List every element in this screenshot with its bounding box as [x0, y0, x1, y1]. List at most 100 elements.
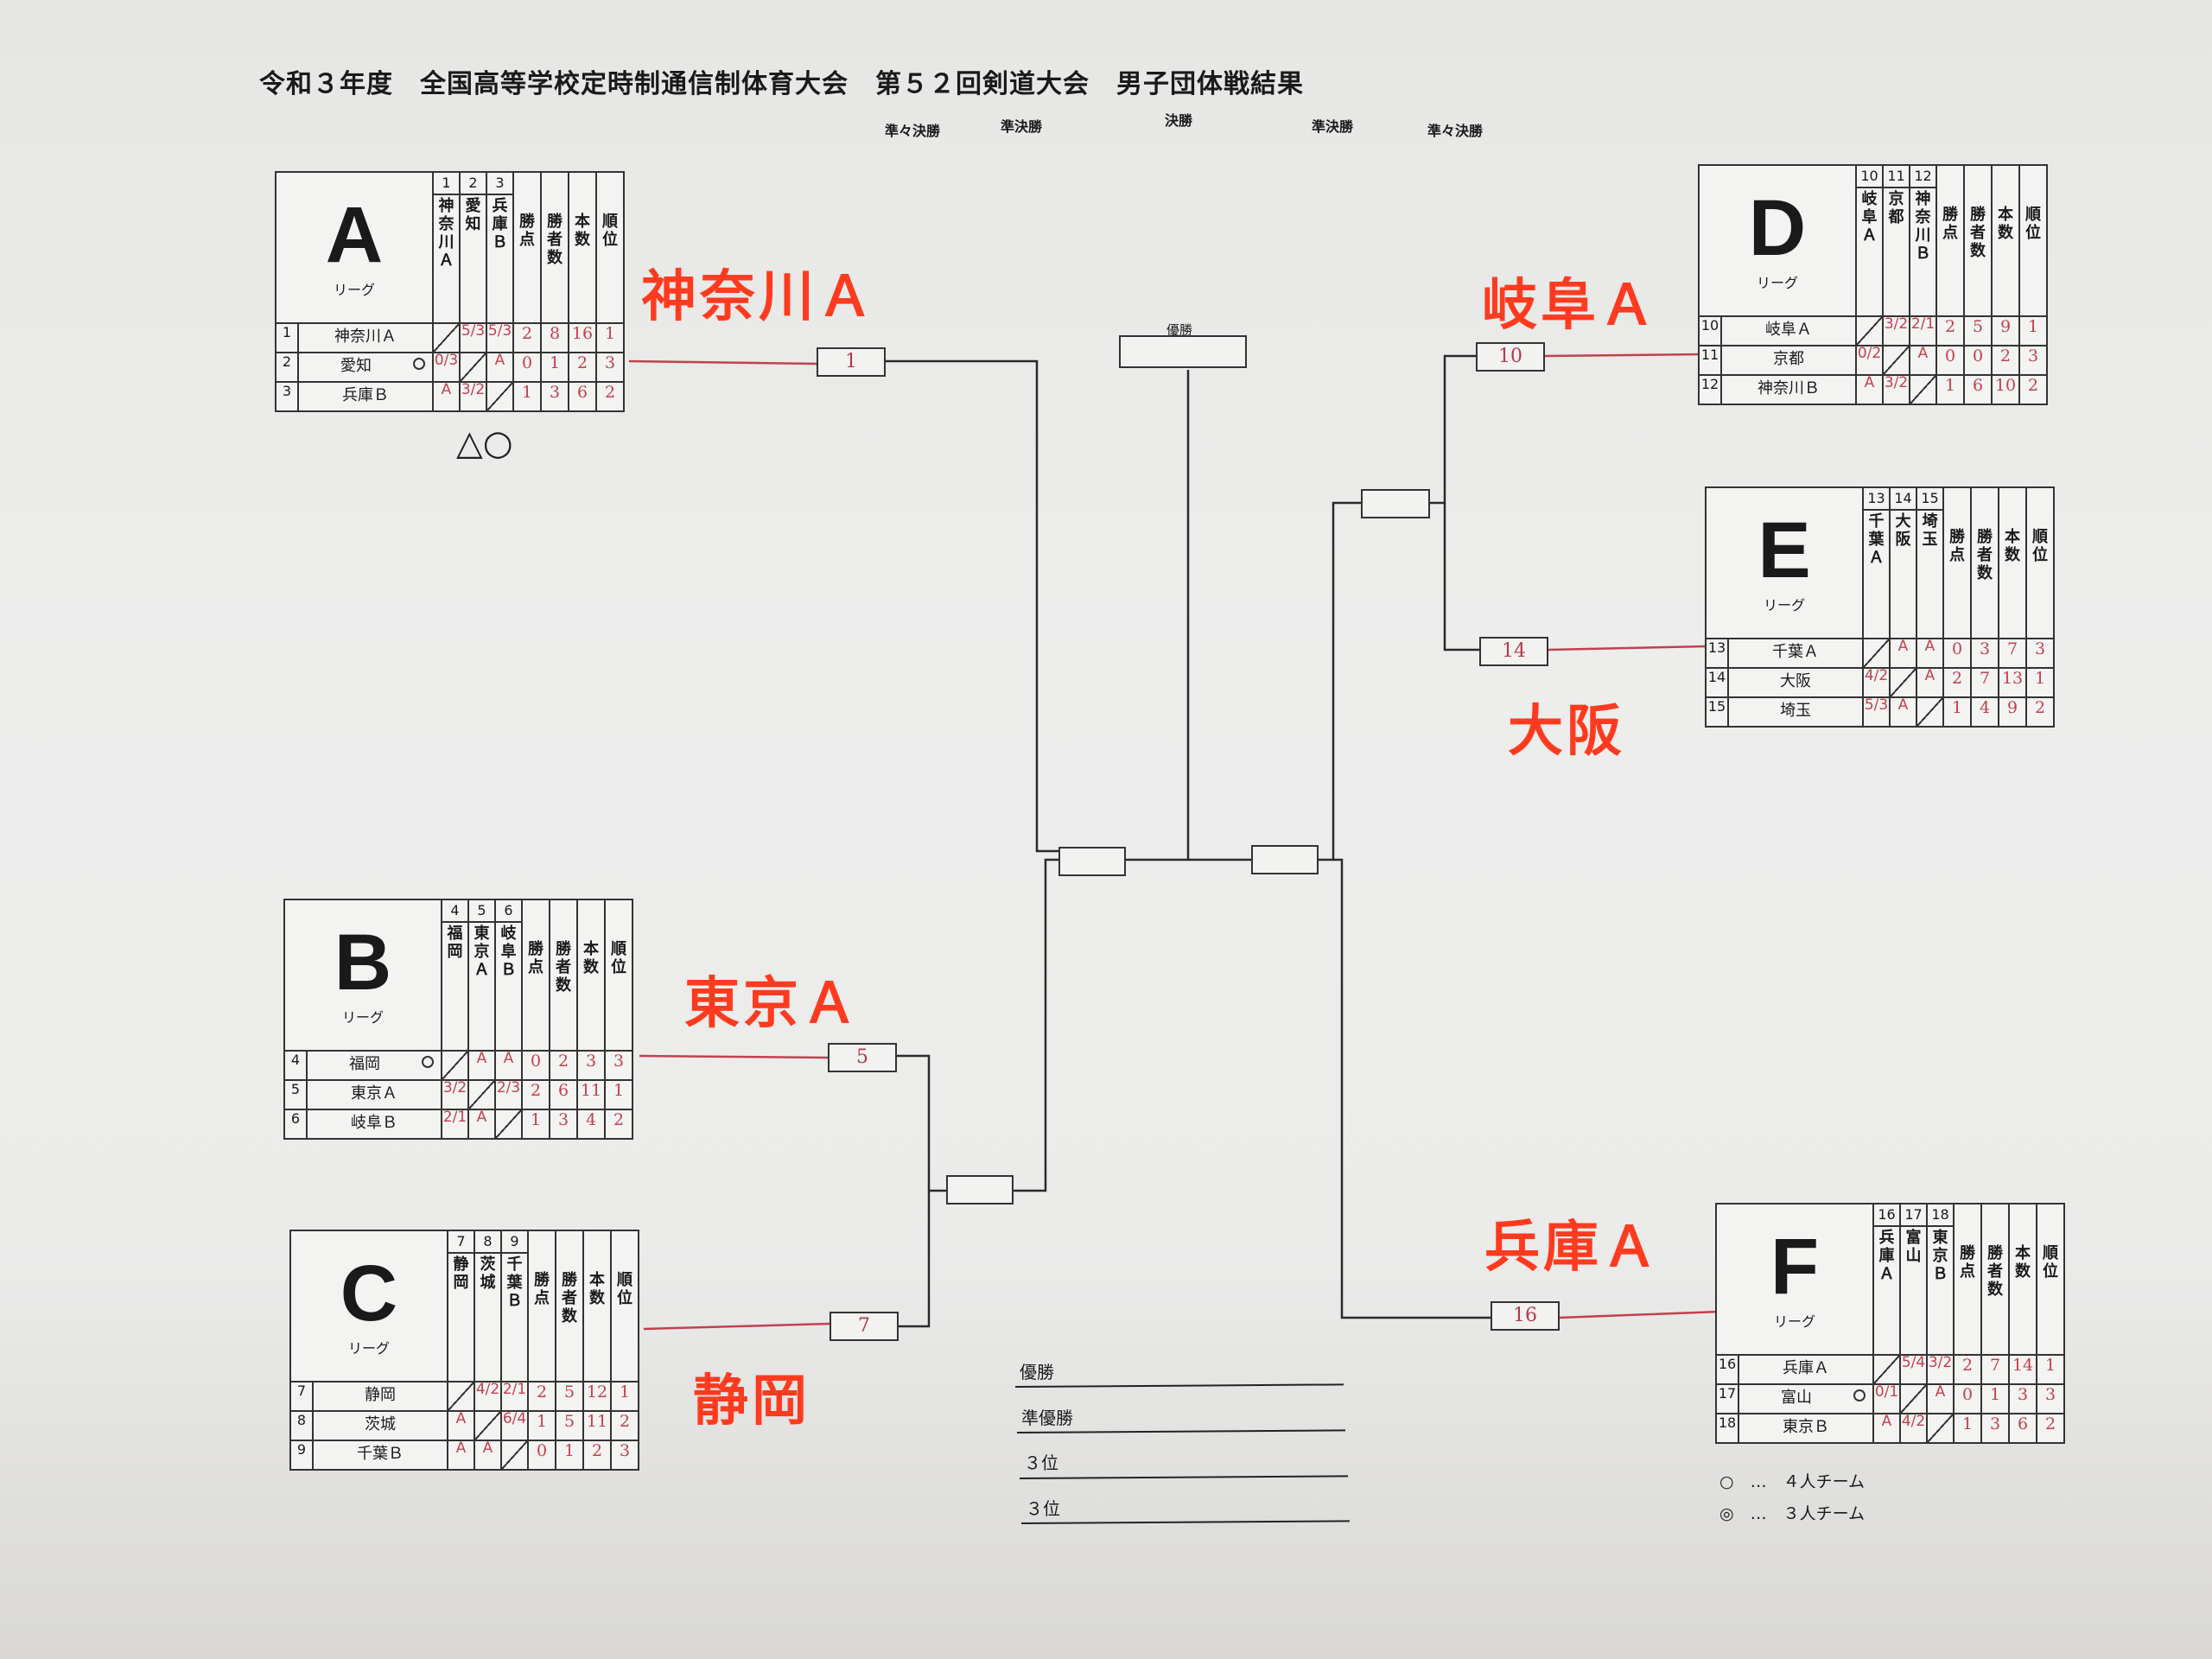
match-result-text: 4/2 — [1901, 1413, 1926, 1430]
match-result-text: A — [1935, 1383, 1946, 1401]
stat-header-rank: 順位 — [610, 1230, 639, 1382]
bracket-line-b — [896, 1054, 931, 1191]
match-result-cell: 2/3 — [494, 1079, 523, 1110]
stat-header-winners-text: 勝者数 — [556, 940, 571, 995]
match-result-text: 3/2 — [1884, 315, 1909, 333]
stat-header-points-text: 勝点 — [528, 940, 543, 976]
bracket-line-f — [1333, 858, 1491, 1319]
match-result-text: A — [455, 1410, 467, 1427]
stat-winners: 6 — [549, 1079, 578, 1110]
stat-header-ippon-text: 本数 — [2005, 528, 2020, 564]
stat-ippon: 3 — [2008, 1383, 2037, 1414]
stat-header-points-text: 勝点 — [534, 1271, 550, 1307]
stat-header-rank: 順位 — [2036, 1203, 2065, 1356]
stat-points: 0 — [1942, 638, 1972, 669]
win-line-b — [639, 1054, 829, 1059]
bracket-line-c — [899, 1189, 946, 1328]
stat-header-winners-text: 勝者数 — [1987, 1244, 2003, 1299]
stat-rank: 1 — [2025, 667, 2055, 698]
team-number: 1 — [434, 173, 459, 195]
match-box-d: 10 — [1476, 342, 1545, 372]
stat-rank: 2 — [2025, 696, 2055, 728]
stat-rank: 3 — [604, 1050, 633, 1081]
win-line-a — [628, 359, 817, 365]
stat-header-rank-text: 順位 — [617, 1271, 632, 1307]
team-name-text: 茨城 — [365, 1415, 396, 1433]
handwritten-winner-a: 神奈川Ａ — [641, 264, 876, 329]
match-result-cell: A — [486, 352, 514, 383]
row-team-name: 京都 — [1720, 345, 1857, 376]
self-match-cell — [447, 1381, 475, 1412]
stat-winners: 8 — [540, 322, 569, 353]
match-result-text: 3/2 — [1928, 1354, 1953, 1371]
row-team-name: 東京Ｂ — [1738, 1413, 1874, 1444]
row-team-number: 5 — [283, 1079, 308, 1110]
stat-points: 2 — [521, 1079, 550, 1110]
row-team-name: 兵庫Ａ — [1738, 1354, 1874, 1385]
handwritten-winner-c: 静岡 — [693, 1369, 810, 1433]
row-team-name: 福岡 — [306, 1050, 442, 1081]
stat-rank: 2 — [2018, 374, 2048, 405]
legend-symbol: ○ — [1719, 1472, 1734, 1491]
row-team-name: 埼玉 — [1727, 696, 1864, 728]
legend-item-three-member: ◎ … ３人チーム — [1719, 1501, 1865, 1524]
stat-rank: 3 — [2036, 1383, 2065, 1414]
stat-rank: 3 — [2018, 345, 2048, 376]
match-result-cell: 3/2 — [441, 1079, 469, 1110]
stat-header-winners: 勝者数 — [555, 1230, 584, 1382]
team-number: 6 — [496, 900, 521, 923]
bracket-line-bc — [1014, 858, 1058, 1192]
stat-winners: 0 — [1963, 345, 1993, 376]
row-team-name: 富山 — [1738, 1383, 1874, 1414]
match-box-b: 5 — [828, 1043, 897, 1072]
match-result-cell: 3/2 — [1926, 1354, 1955, 1385]
stat-winners: 3 — [540, 381, 569, 412]
self-match-cell — [1909, 374, 1937, 405]
match-result-text: 3/2 — [1884, 374, 1909, 391]
team-name-text: 兵庫Ａ — [1783, 1359, 1829, 1377]
team-number: 12 — [1910, 166, 1936, 188]
stat-ippon: 4 — [576, 1109, 606, 1140]
result-label-third-2: ３位 — [1026, 1498, 1060, 1519]
row-team-name: 東京Ａ — [306, 1079, 442, 1110]
match-box-e: 14 — [1479, 637, 1548, 666]
team-name-text: 東京Ａ — [351, 1084, 397, 1103]
stat-points: 1 — [1942, 696, 1972, 728]
match-result-cell: A — [1872, 1413, 1901, 1444]
stat-header-winners-text: 勝者数 — [1977, 528, 1993, 582]
row-team-number: 1 — [275, 322, 299, 353]
stat-ippon: 10 — [1991, 374, 2020, 405]
stat-points: 1 — [1953, 1413, 1982, 1444]
match-result-cell: 5/3 — [486, 322, 514, 353]
row-team-number: 13 — [1705, 638, 1729, 669]
match-result-cell: 3/2 — [459, 381, 487, 412]
stat-points: 0 — [512, 352, 542, 383]
stat-ippon: 7 — [1998, 638, 2027, 669]
stat-rank: 1 — [610, 1381, 639, 1412]
stat-points: 2 — [1942, 667, 1972, 698]
row-team-name: 大阪 — [1727, 667, 1864, 698]
stat-ippon: 12 — [582, 1381, 612, 1412]
row-team-number: 6 — [283, 1109, 308, 1140]
round-label-left-quarterfinal: 準々決勝 — [885, 123, 941, 139]
self-match-cell — [467, 1079, 496, 1110]
self-match-cell — [1855, 315, 1884, 346]
match-result-cell: A — [1916, 667, 1944, 698]
stat-header-winners: 勝者数 — [1963, 164, 1993, 317]
stat-ippon: 14 — [2008, 1354, 2037, 1385]
row-team-number: 3 — [275, 381, 299, 412]
